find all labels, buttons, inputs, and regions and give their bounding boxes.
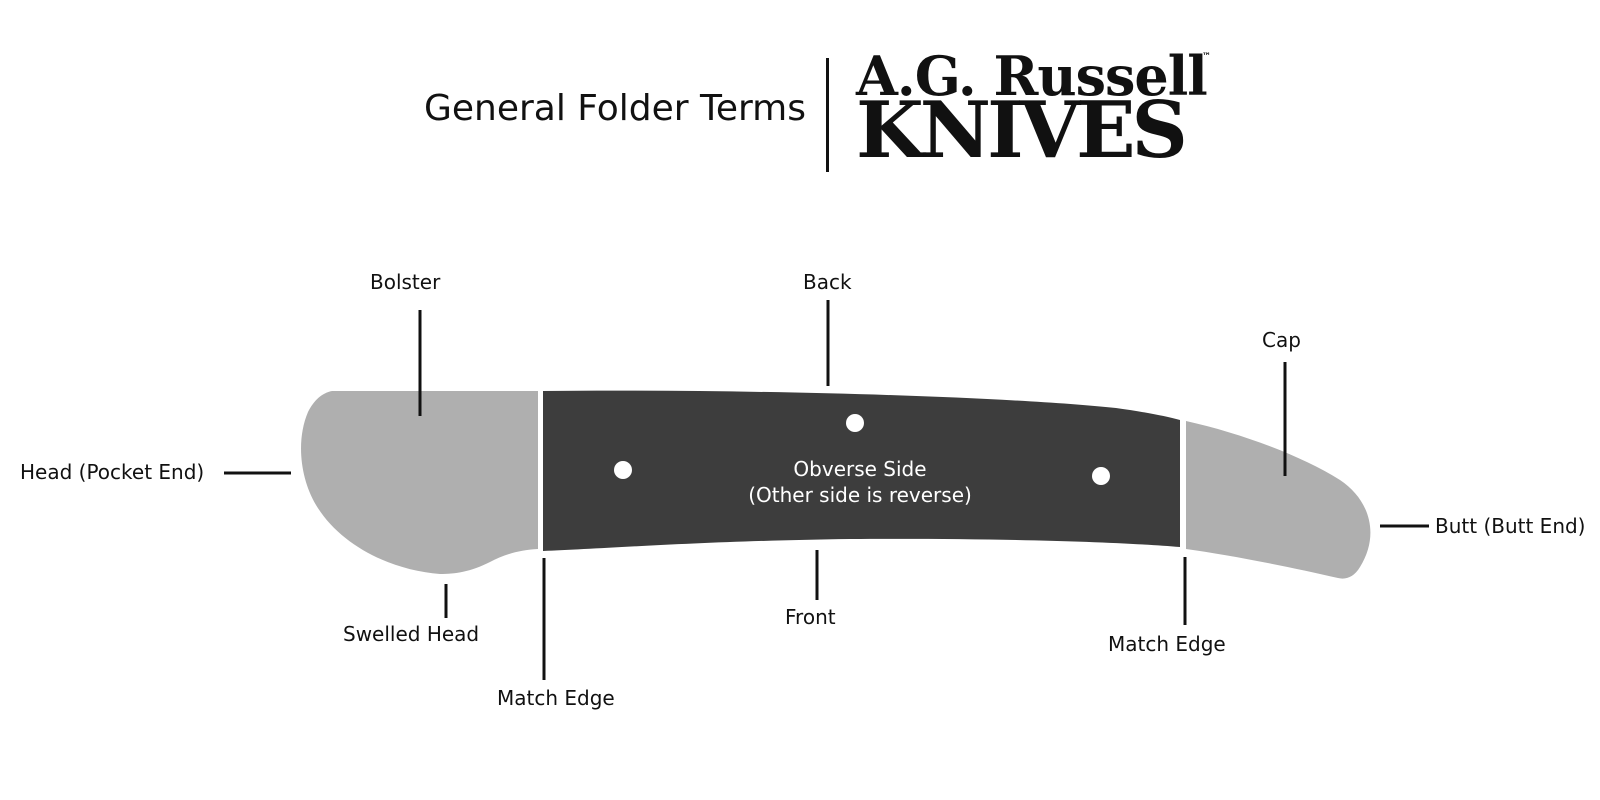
label-cap: Cap xyxy=(1262,328,1301,352)
label-swelled-head: Swelled Head xyxy=(343,622,480,646)
obverse-side-line1: Obverse Side xyxy=(793,457,927,481)
header-divider xyxy=(826,58,829,172)
brand-logo: A.G. Russell ™ KNIVES xyxy=(856,44,1236,184)
pin-right xyxy=(1092,467,1110,485)
label-match-edge-left: Match Edge xyxy=(497,686,615,710)
label-bolster: Bolster xyxy=(370,270,441,294)
obverse-side-line2: (Other side is reverse) xyxy=(748,483,972,507)
label-front: Front xyxy=(785,605,836,629)
obverse-side-label: Obverse Side (Other side is reverse) xyxy=(720,456,1000,508)
page-title: General Folder Terms xyxy=(423,88,806,129)
cap-shape xyxy=(1186,421,1371,579)
label-butt: Butt (Butt End) xyxy=(1435,514,1586,538)
logo-trademark: ™ xyxy=(1202,52,1211,62)
pin-left xyxy=(614,461,632,479)
pin-top xyxy=(846,414,864,432)
bolster-shape xyxy=(301,391,538,574)
logo-name: A.G. Russell xyxy=(856,44,1208,108)
label-back: Back xyxy=(803,270,852,294)
logo-knives: KNIVES xyxy=(856,85,1188,176)
handle-shape xyxy=(543,390,1180,551)
label-match-edge-right: Match Edge xyxy=(1108,632,1226,656)
label-head: Head (Pocket End) xyxy=(20,460,205,484)
